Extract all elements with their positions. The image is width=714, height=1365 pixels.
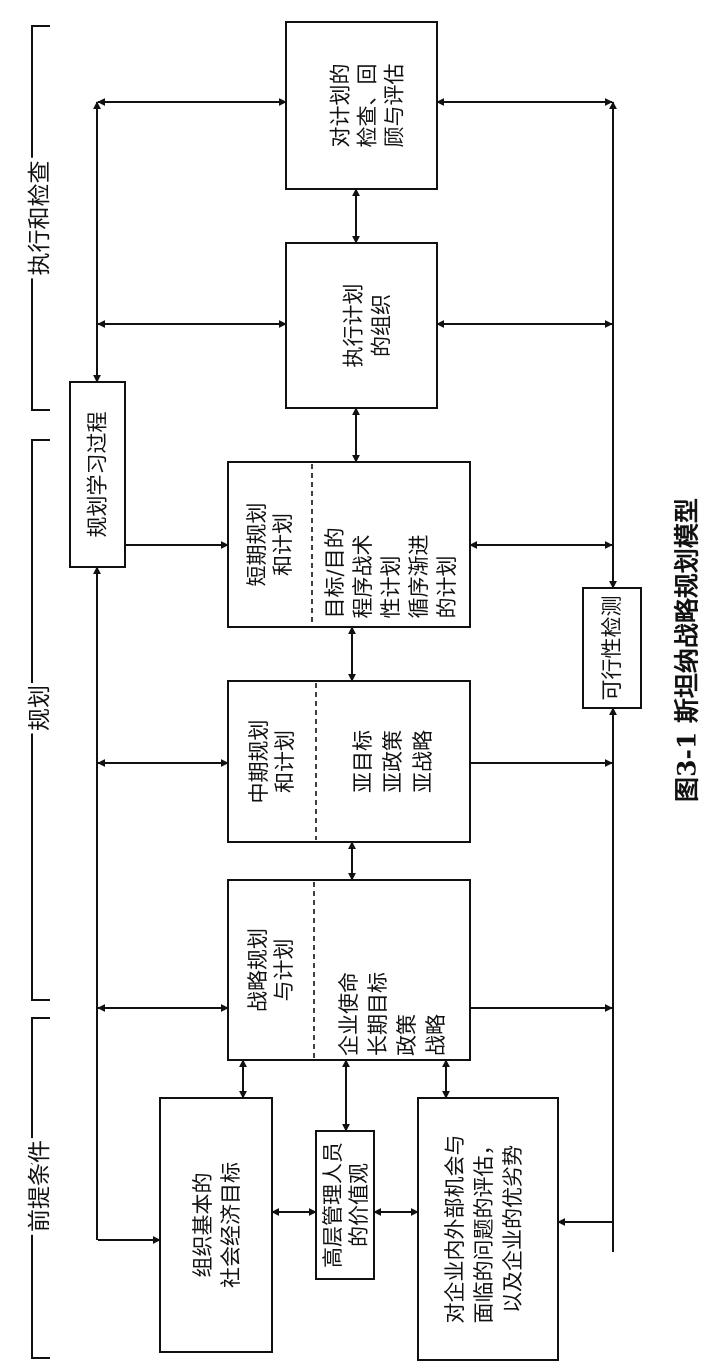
strategic-plan-item-4: 战略 bbox=[424, 1014, 448, 1056]
strategic-plan-item-1: 企业使命 bbox=[337, 972, 361, 1056]
swot-line-3: 以及企业的优劣势 bbox=[501, 1145, 525, 1313]
short-plan-title-1: 短期规划 bbox=[245, 503, 269, 587]
box-org-goals: 组织基本的 社会经济目标 bbox=[159, 1097, 273, 1353]
box-swot: 对企业内外部机会与 面临的问题的评估， 以及企业的优劣势 bbox=[417, 1097, 559, 1361]
review-line-1: 对计划的 bbox=[329, 64, 353, 148]
box-learning-process: 规划学习过程 bbox=[69, 381, 126, 568]
swot-line-1: 对企业内外部机会与 bbox=[443, 1135, 467, 1324]
mid-plan-item-3: 亚战略 bbox=[411, 730, 435, 793]
short-plan-item-4: 循序渐进 bbox=[407, 535, 431, 619]
execute-line-2: 的组织 bbox=[370, 294, 394, 357]
box-execute: 执行计划 的组织 bbox=[285, 242, 438, 409]
figure-caption: 图3-1 斯坦纳战略规划模型 bbox=[673, 498, 702, 802]
review-line-2: 检查、回 bbox=[356, 64, 380, 148]
short-plan-item-2: 程序战术 bbox=[351, 535, 375, 619]
org-goals-line-2: 社会经济目标 bbox=[219, 1162, 243, 1288]
box-feasibility: 可行性检测 bbox=[582, 587, 642, 709]
section-label-execution: 执行和检查 bbox=[27, 161, 53, 276]
strategic-plan-item-2: 长期目标 bbox=[366, 972, 390, 1056]
strategic-plan-title-1: 战略规划 bbox=[246, 928, 270, 1012]
org-goals-line-1: 组织基本的 bbox=[191, 1173, 215, 1278]
box-mgmt-values: 高层管理人员 的价值观 bbox=[315, 1130, 375, 1280]
strategic-plan-title-2: 与计划 bbox=[272, 939, 296, 1002]
mid-plan-title-1: 中期规划 bbox=[247, 720, 271, 804]
section-label-premise: 前提条件 bbox=[27, 1140, 53, 1232]
feasibility-label: 可行性检测 bbox=[600, 596, 624, 701]
execute-line-1: 执行计划 bbox=[342, 284, 366, 368]
section-bracket-execution: 执行和检查 bbox=[23, 25, 57, 411]
box-strategic-plan: 战略规划 与计划 企业使命 长期目标 政策 战略 bbox=[227, 879, 471, 1061]
strategic-plan-item-3: 政策 bbox=[395, 1014, 419, 1056]
mgmt-values-line-1: 高层管理人员 bbox=[321, 1142, 345, 1268]
mid-plan-item-1: 亚目标 bbox=[351, 730, 375, 793]
box-short-plan: 短期规划 和计划 目标/目的 程序战术 性计划 循序渐进 的计划 bbox=[227, 461, 471, 628]
box-mid-plan: 中期规划 和计划 亚目标 亚政策 亚战略 bbox=[227, 680, 471, 843]
section-bracket-premise: 前提条件 bbox=[23, 1017, 57, 1359]
mid-plan-title-2: 和计划 bbox=[273, 730, 297, 793]
learning-label: 规划学习过程 bbox=[86, 412, 110, 538]
box-review: 对计划的 检查、回 顾与评估 bbox=[285, 21, 438, 190]
short-plan-item-1: 目标/目的 bbox=[323, 527, 347, 618]
mid-plan-item-2: 亚政策 bbox=[381, 730, 405, 793]
section-label-planning: 规划 bbox=[27, 685, 53, 731]
short-plan-item-5: 的计划 bbox=[435, 556, 459, 619]
swot-line-2: 面临的问题的评估， bbox=[472, 1135, 496, 1324]
section-bracket-planning: 规划 bbox=[23, 439, 57, 1001]
review-line-3: 顾与评估 bbox=[383, 64, 407, 148]
mgmt-values-line-2: 的价值观 bbox=[347, 1163, 371, 1247]
short-plan-title-2: 和计划 bbox=[271, 513, 295, 576]
short-plan-item-3: 性计划 bbox=[379, 556, 403, 619]
